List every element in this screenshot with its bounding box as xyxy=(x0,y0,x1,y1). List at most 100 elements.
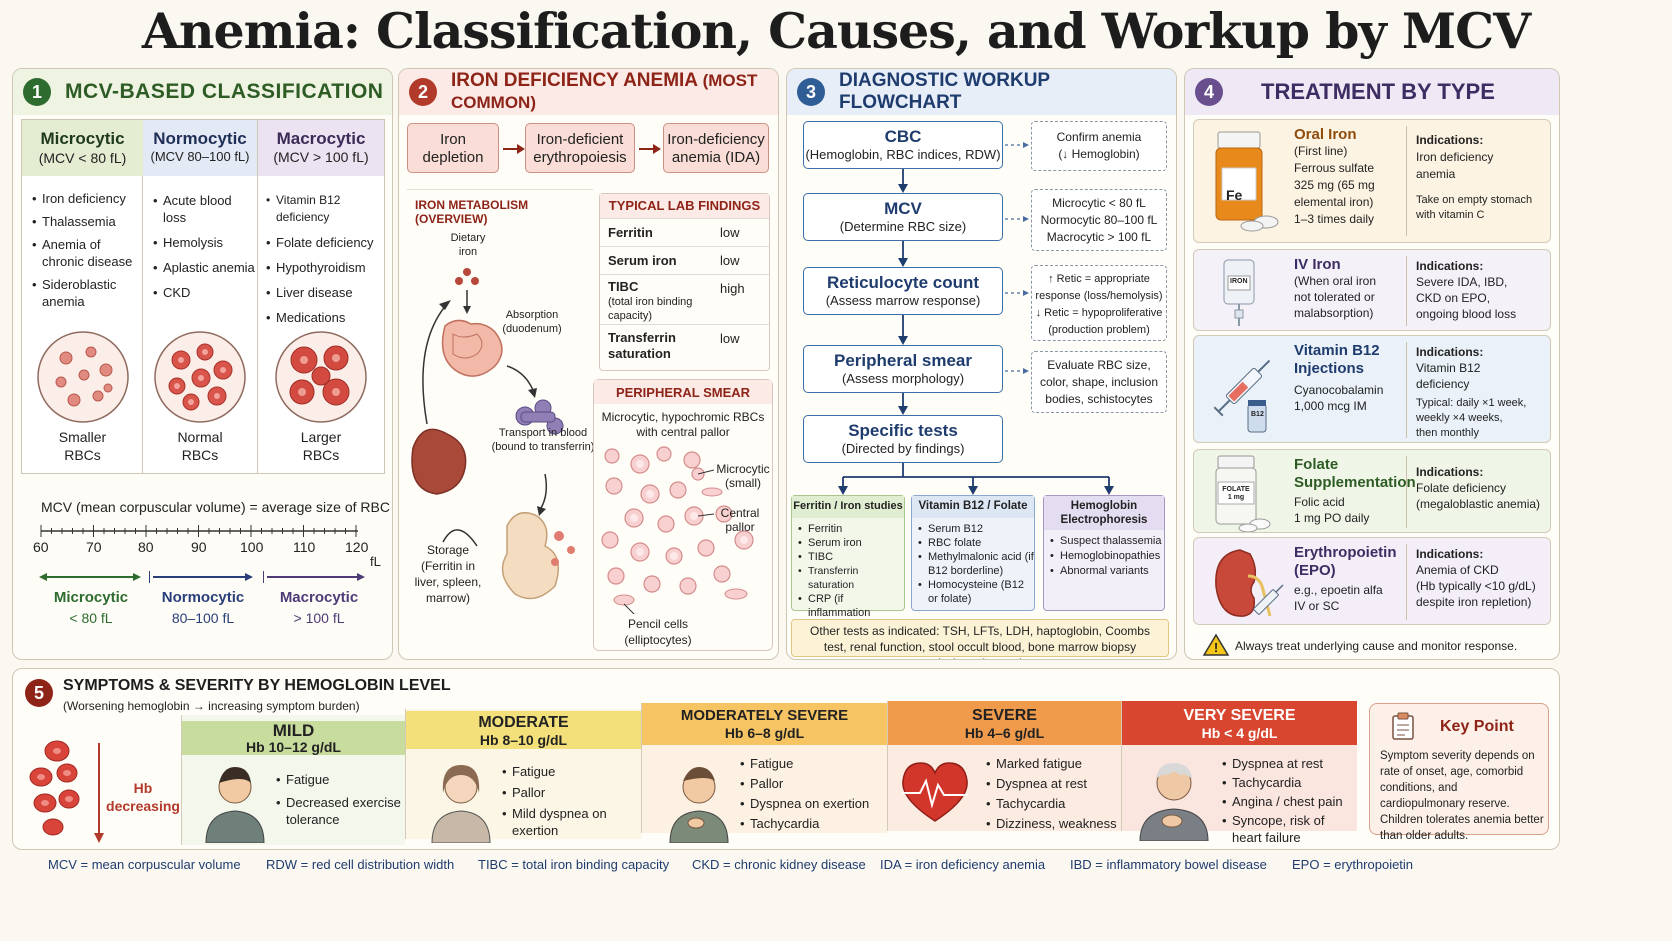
mcv-tick-labels: 60 70 80 90 100 110 120 xyxy=(33,539,373,559)
extra: Typical: daily ×1 week,weekly ×4 weeks,t… xyxy=(1416,396,1556,441)
symptom-list: Dyspnea at rest Tachycardia Angina / che… xyxy=(1222,755,1356,846)
ind-label: Indications: xyxy=(1416,547,1484,561)
lab-value: high xyxy=(720,281,745,296)
absorption-label: Absorption(duodenum) xyxy=(497,308,567,336)
list-item: Vitamin B12 deficiency xyxy=(266,192,384,226)
list-item: Serum B12 xyxy=(918,522,1034,536)
list-item: Dyspnea at rest xyxy=(986,775,1122,792)
ind-label: Indications: xyxy=(1416,465,1484,479)
list-item: Dyspnea at rest xyxy=(1222,755,1356,772)
severity-header: MILD Hb 10–12 g/dL xyxy=(182,721,405,755)
severity-header: SEVERE Hb 4–6 g/dL xyxy=(888,701,1121,745)
line: malabsorption) xyxy=(1294,306,1374,320)
label-line: 1 mg xyxy=(1227,494,1245,501)
panel-header: 3 DIAGNOSTIC WORKUP FLOWCHART xyxy=(787,69,1176,115)
list-item: Fatigue xyxy=(276,771,402,788)
lab-sub: (total iron binding capacity) xyxy=(608,296,693,322)
flow-step: CBC (Hemoglobin, RBC indices, RDW) xyxy=(803,121,1003,169)
line: Folate deficiency xyxy=(1416,481,1507,495)
label-line: Microcytic xyxy=(716,462,770,476)
svg-text:!: ! xyxy=(1214,640,1218,655)
level-hb: Hb 6–8 g/dL xyxy=(724,725,805,741)
band-range: < 80 fL xyxy=(69,610,113,626)
note-line: bodies, schistocytes xyxy=(1045,392,1153,406)
panel-number: 4 xyxy=(1195,78,1223,106)
label-line: iron xyxy=(458,246,478,258)
label-line: Absorption xyxy=(505,309,559,321)
list-item: Pallor xyxy=(740,775,886,792)
panel-title: MCV-BASED CLASSIFICATION xyxy=(65,80,384,103)
list-item: Sideroblastic anemia xyxy=(32,276,140,310)
lab-name: TIBC xyxy=(608,279,639,294)
section-title: TYPICAL LAB FINDINGS xyxy=(600,194,769,218)
tick-label: 120 xyxy=(345,539,369,555)
lab-value: low xyxy=(720,331,740,346)
step-title: Reticulocyte count xyxy=(826,273,980,292)
icon-label: B12 xyxy=(1251,411,1264,418)
stage-line: erythropoiesis xyxy=(533,149,627,166)
stage-line: anemia (IDA) xyxy=(671,149,761,166)
list-item: Decreased exercise tolerance xyxy=(276,794,402,828)
indications: Indications: Severe IDA, IBD,CKD on EPO,… xyxy=(1416,258,1556,322)
section-title: PERIPHERAL SMEAR xyxy=(594,380,772,404)
stage-line: Iron-deficient xyxy=(536,131,624,148)
panel-number: 3 xyxy=(797,78,825,106)
note-line: (production problem) xyxy=(1048,324,1150,336)
note-line: (↓ Hemoglobin) xyxy=(1058,147,1140,161)
list-item: Iron deficiency xyxy=(32,190,140,207)
flow-step: Peripheral smear (Assess morphology) xyxy=(803,345,1003,393)
line: e.g., epoetin alfa xyxy=(1294,583,1383,597)
line: Anemia of CKD xyxy=(1416,563,1499,577)
flow-step: Reticulocyte count (Assess marrow respon… xyxy=(803,267,1003,315)
unit-label: fL xyxy=(370,554,381,569)
line: (First line) xyxy=(1294,144,1348,158)
footer-abbrev: TIBC = total iron binding capacity xyxy=(478,857,670,872)
small-rbc-icon xyxy=(37,331,129,423)
level-name: SEVERE xyxy=(972,707,1037,724)
lab-name: Ferritin xyxy=(608,225,653,240)
line: Typical: daily ×1 week, xyxy=(1416,397,1527,409)
stage-line: depletion xyxy=(422,149,484,166)
step-title: CBC xyxy=(884,127,922,146)
mcv-scale-label: MCV (mean corpuscular volume) = average … xyxy=(41,499,390,515)
test-items: Suspect thalassemia Hemoglobinopathies A… xyxy=(1050,534,1164,579)
indications: Indications: Folate deficiency(megalobla… xyxy=(1416,464,1558,512)
list-item: Mild dyspnea on exertion xyxy=(502,805,638,839)
label-line: (Ferritin in xyxy=(420,559,475,573)
severity-moderate: MODERATE Hb 8–10 g/dL Fatigue Pallor Mil… xyxy=(405,709,641,843)
line: despite iron repletion) xyxy=(1416,595,1532,609)
list-item: Ferritin xyxy=(798,522,904,536)
label-line: decreasing xyxy=(106,798,180,814)
step-sub: (Determine RBC size) xyxy=(839,219,967,234)
step-title: Specific tests xyxy=(848,421,958,440)
label-line: pallor xyxy=(725,520,755,534)
stage-line: Iron xyxy=(440,131,466,148)
symptom-list: Fatigue Decreased exercise tolerance xyxy=(276,771,402,828)
list-item: Pallor xyxy=(502,784,638,801)
stage-arrows xyxy=(503,144,661,154)
lab-name: Serum iron xyxy=(608,253,677,268)
test-title: Hemoglobin Electrophoresis xyxy=(1044,496,1164,530)
microcytic-label: Microcytic(small) xyxy=(712,462,774,490)
line: Cyanocobalamin xyxy=(1294,383,1384,397)
col-microcytic: Microcytic (MCV < 80 fL) Iron deficiency… xyxy=(22,120,143,473)
line: Iron deficiency xyxy=(1416,150,1494,164)
band-normocytic: Normocytic 80–100 fL xyxy=(147,589,259,626)
test-title: Ferritin / Iron studies xyxy=(792,496,904,518)
col-range: (MCV 80–100 fL) xyxy=(150,149,250,164)
panel-iron-deficiency: 2 IRON DEFICIENCY ANEMIA (MOST COMMON) I… xyxy=(398,68,779,660)
list-item: Abnormal variants xyxy=(1050,564,1164,579)
list-item: Tachycardia xyxy=(740,815,886,832)
flow-note: Evaluate RBC size,color, shape, inclusio… xyxy=(1031,351,1167,413)
list-item: CKD xyxy=(153,284,257,301)
